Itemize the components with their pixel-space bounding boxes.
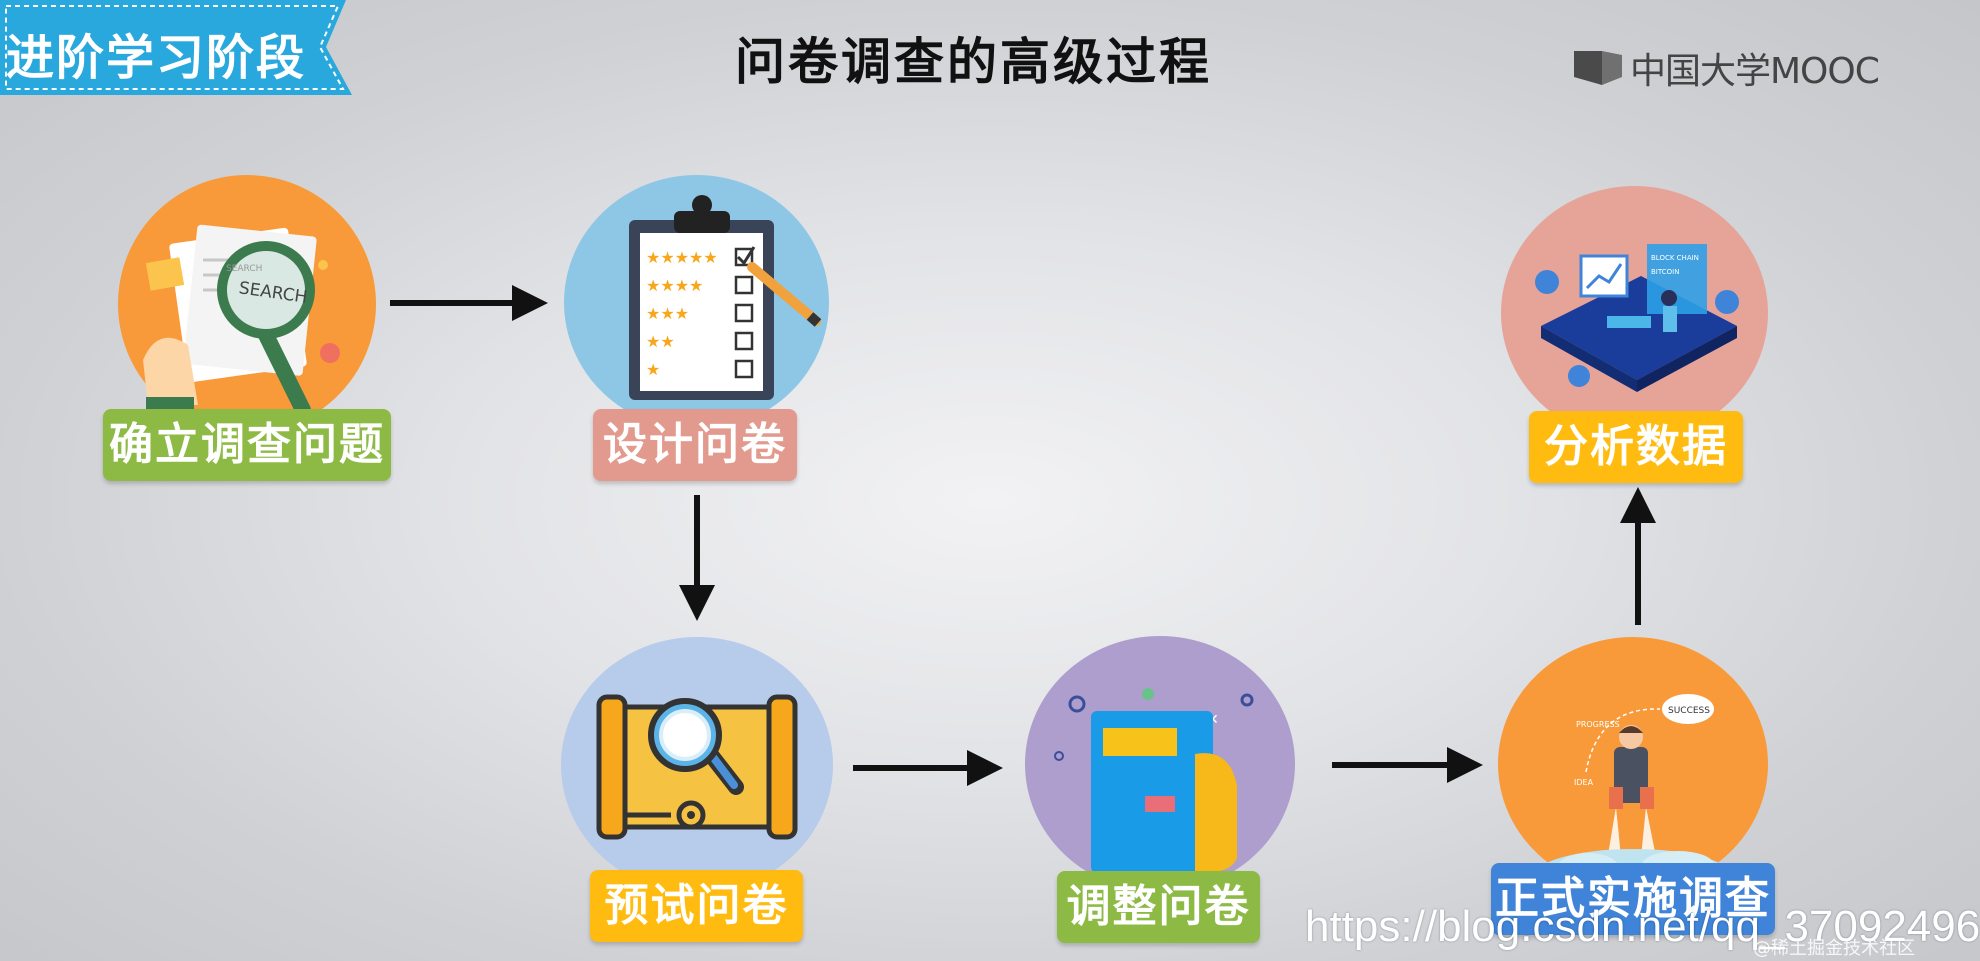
- step-6-label: 分析数据: [1529, 411, 1743, 483]
- step-5-circle: SUCCESS PROGRESS IDEA: [1498, 637, 1768, 905]
- blockchain-text: BLOCK CHAIN: [1651, 254, 1699, 262]
- stage-label: 进阶学习阶段: [6, 30, 307, 86]
- svg-text:★★: ★★: [646, 332, 675, 351]
- svg-text:★★★★★: ★★★★★: [646, 248, 718, 267]
- bitcoin-text: BITCOIN: [1651, 268, 1679, 276]
- step-6-circle: BLOCK CHAIN BITCOIN: [1501, 186, 1768, 440]
- success-text: SUCCESS: [1668, 706, 1710, 716]
- search-small-label: SEARCH: [226, 264, 262, 274]
- step-1-label: 确立调查问题: [103, 409, 391, 481]
- map-magnifier-icon: [596, 694, 798, 840]
- step-5-label: 正式实施调查: [1491, 863, 1775, 935]
- step-2-label: 设计问卷: [593, 409, 797, 481]
- step-4-circle: ✕: [1025, 636, 1295, 892]
- search-document-icon: SEARCH SEARCH: [143, 224, 340, 418]
- stage-banner: 进阶学习阶段: [0, 0, 356, 95]
- step-3-circle: [561, 637, 833, 893]
- brand-name: 中国大学MOOC: [1630, 51, 1880, 92]
- step-4-label: 调整问卷: [1057, 871, 1260, 943]
- brand-logo: 中国大学MOOC: [1572, 44, 1880, 92]
- url-watermark: https://blog.csdn.net/qq_37092496: [1305, 902, 1980, 951]
- data-analysis-icon: BLOCK CHAIN BITCOIN: [1535, 244, 1739, 392]
- page-title: 问卷调查的高级过程: [735, 33, 1212, 91]
- rating-clipboard-icon: ★★★★★ ★★★★ ★★★ ★★ ★: [629, 195, 822, 400]
- credit-watermark: @稀土掘金技术社区: [1753, 938, 1915, 959]
- mooc-logo-icon: [1574, 51, 1622, 85]
- idea-text: IDEA: [1574, 778, 1594, 787]
- step-3-label: 预试问卷: [590, 870, 803, 942]
- flow-arrows: [390, 285, 1656, 786]
- progress-text: PROGRESS: [1576, 720, 1620, 729]
- svg-text:★★★★: ★★★★: [646, 276, 703, 295]
- step-1-circle: SEARCH SEARCH: [118, 175, 376, 433]
- notebook-icon: ✕: [1054, 688, 1254, 876]
- svg-text:★★★: ★★★: [646, 304, 689, 323]
- svg-text:★: ★: [646, 360, 660, 379]
- rocket-launch-icon: SUCCESS PROGRESS IDEA: [1533, 694, 1733, 905]
- step-2-circle: ★★★★★ ★★★★ ★★★ ★★ ★: [564, 175, 829, 430]
